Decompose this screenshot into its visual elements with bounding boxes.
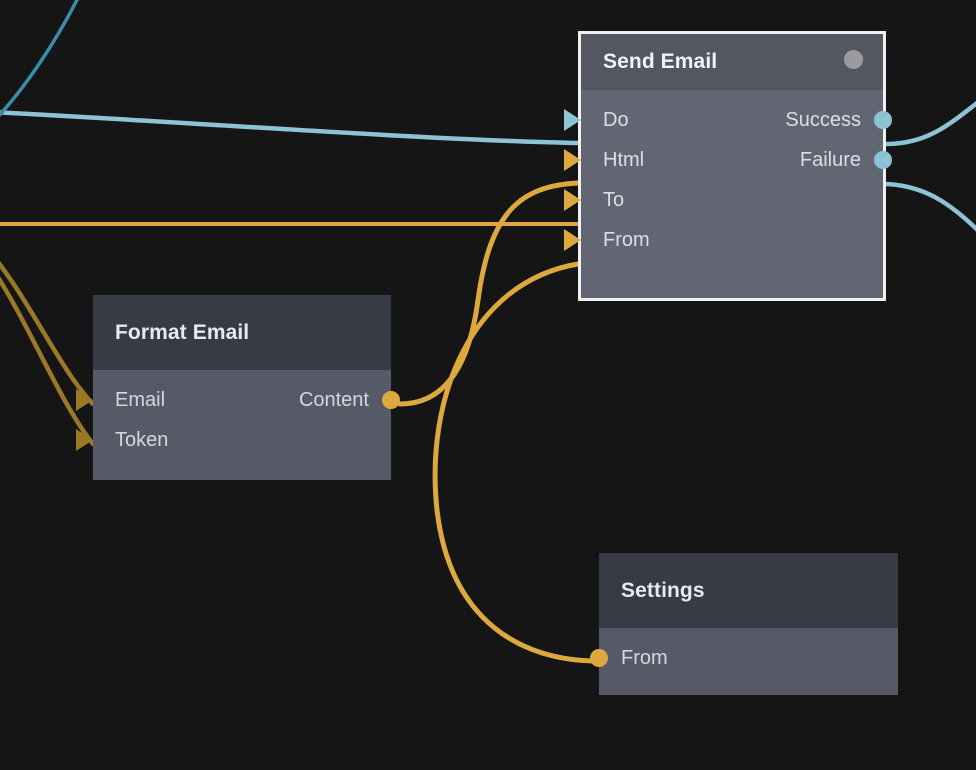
node-title: Settings [621, 578, 705, 602]
input-port-label: From [621, 647, 668, 669]
input-port-from[interactable] [564, 229, 581, 251]
output-port-label: Success [785, 109, 861, 131]
input-port-html[interactable] [564, 149, 581, 171]
input-port-token[interactable] [76, 429, 93, 451]
connection-wire[interactable] [432, 261, 601, 664]
node-body: From [590, 628, 898, 695]
connection-wire[interactable] [883, 96, 976, 147]
connection-wire[interactable] [0, 252, 96, 407]
connection-wire[interactable] [397, 180, 581, 407]
node-header[interactable]: Send Email [581, 34, 883, 90]
input-port-email[interactable] [76, 389, 93, 411]
input-port-from[interactable] [590, 649, 608, 667]
port-row: From [590, 638, 876, 678]
output-port-label: Failure [799, 149, 861, 171]
node-header[interactable]: Format Email [93, 295, 391, 370]
status-dot-icon [844, 50, 863, 69]
input-port-to[interactable] [564, 189, 581, 211]
input-port-label: From [603, 229, 650, 251]
node-header[interactable]: Settings [599, 553, 898, 628]
input-port-label: To [603, 189, 625, 211]
connection-wire[interactable] [0, 0, 82, 125]
output-port-label: Content [298, 389, 369, 411]
port-row: Html Failure [564, 140, 892, 180]
connection-wire[interactable] [883, 181, 976, 238]
connection-wire[interactable] [0, 110, 581, 146]
output-port-failure[interactable] [874, 151, 892, 169]
input-port-do[interactable] [564, 109, 581, 131]
output-port-content[interactable] [382, 391, 400, 409]
port-row: Do Success [564, 100, 892, 140]
port-row: From [564, 220, 861, 260]
output-port-success[interactable] [874, 111, 892, 129]
port-row: Token [76, 420, 369, 460]
port-row: To [564, 180, 861, 220]
input-port-label: Email [115, 389, 166, 411]
port-row: Email Content [76, 380, 400, 420]
connection-wire[interactable] [0, 262, 96, 447]
node-title: Format Email [115, 320, 250, 344]
input-port-label: Token [115, 429, 169, 451]
input-port-label: Html [603, 149, 645, 171]
input-port-label: Do [603, 109, 629, 131]
node-title: Send Email [603, 50, 718, 73]
